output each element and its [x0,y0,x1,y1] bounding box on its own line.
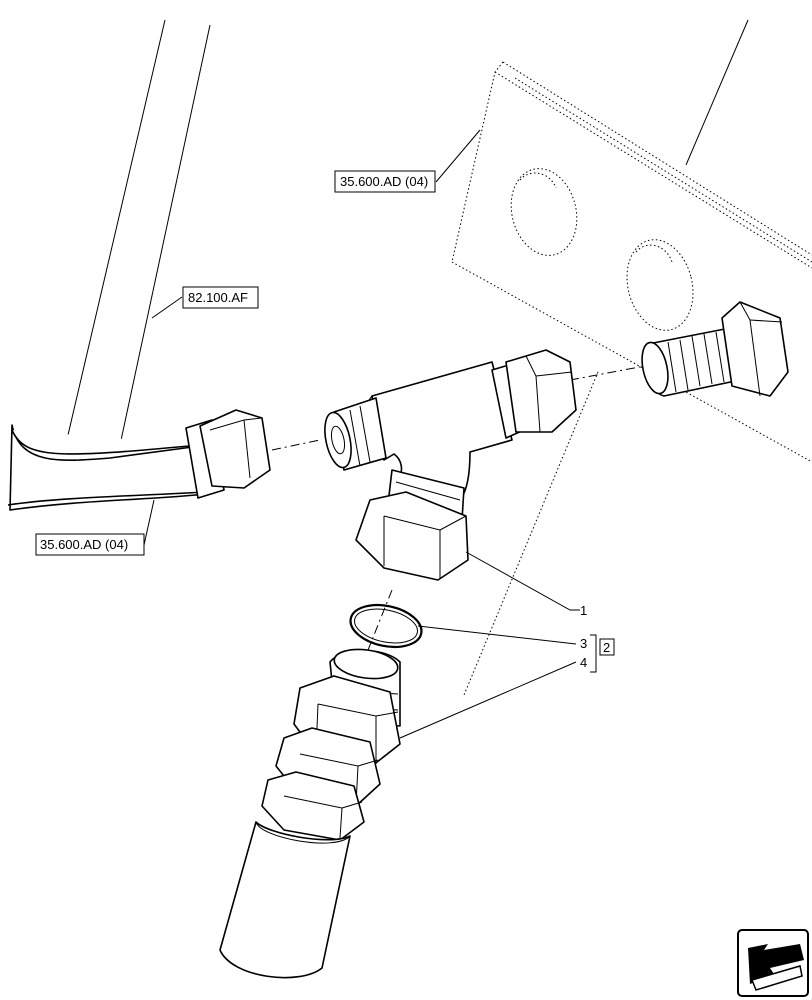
hydraulic-hose [7,409,271,511]
callout-item-4: 4 [580,655,587,670]
frame-rails [67,19,749,446]
bracket-reference-box [334,170,436,193]
callout-item-3: 3 [580,636,587,651]
frame-reference-box [182,286,259,309]
tee-fitting [324,349,577,581]
callout-kit-2: 2 [603,640,610,655]
kit-bracket [590,634,597,673]
o-ring [349,603,423,649]
mounting-bracket [451,61,812,696]
adapter-fitting [219,648,401,979]
frame-reference-label[interactable]: 82.100.AF [188,290,248,305]
bracket-reference-label[interactable]: 35.600.AD (04) [340,174,428,189]
next-page-arrow-icon[interactable] [737,929,809,997]
hose-reference-label[interactable]: 35.600.AD (04) [40,537,128,552]
hose-reference-box [35,533,145,556]
callout-item-1: 1 [580,603,587,618]
banjo-bolt [641,301,789,397]
leader-lines [143,129,580,739]
kit-2-box [599,638,615,656]
